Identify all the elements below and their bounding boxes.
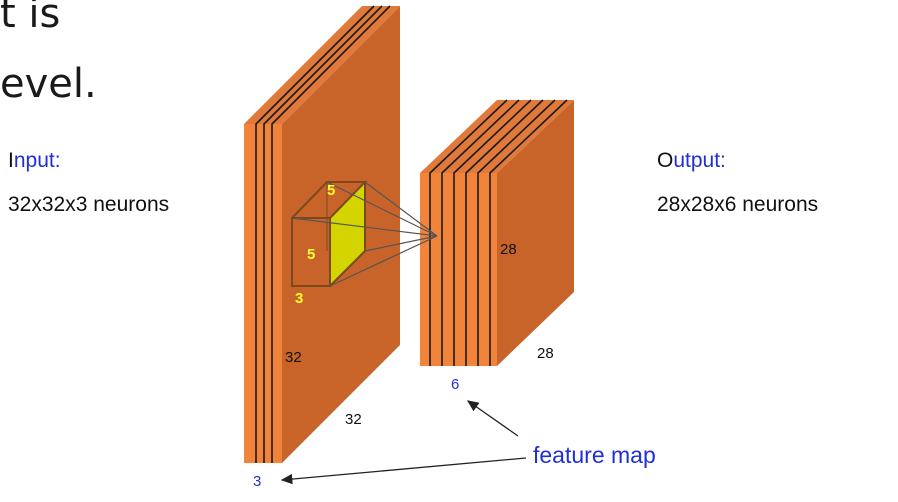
input-height-label: 32 (285, 349, 302, 366)
input-label: Input: (8, 150, 61, 171)
kernel-channels-label: 3 (295, 290, 303, 307)
output-label: Output: (657, 150, 726, 171)
input-channel-lines (255, 5, 391, 463)
output-label-initial: O (657, 149, 674, 172)
output-size-text: 28x28x6 neurons (657, 193, 819, 216)
output-volume (420, 99, 574, 366)
kernel-depth-label: 5 (327, 182, 335, 199)
feature-map-arrows (280, 400, 527, 485)
output-height-label: 28 (500, 241, 517, 258)
output-width-label: 28 (537, 345, 554, 362)
output-depth-label: 6 (451, 376, 459, 393)
output-channel-lines (429, 99, 568, 366)
input-label-rest: nput: (13, 149, 61, 172)
input-label-initial: I (8, 149, 14, 172)
input-width-label: 32 (345, 411, 362, 428)
input-size-text: 32x32x3 neurons (8, 193, 170, 216)
output-volume-side (497, 100, 574, 366)
kernel-cube (291, 181, 438, 287)
title-line-1: t is (0, 0, 61, 37)
output-volume-front (420, 173, 497, 366)
title-line-2: evel. (0, 61, 97, 107)
kernel-face (330, 182, 365, 286)
kernel-projection-lines (291, 181, 438, 287)
input-volume-front (244, 124, 282, 463)
feature-map-label: feature map (533, 442, 656, 468)
input-volume (244, 5, 400, 463)
kernel-height-label: 5 (307, 246, 315, 263)
input-depth-label: 3 (253, 473, 261, 490)
output-label-rest: utput: (673, 149, 726, 172)
